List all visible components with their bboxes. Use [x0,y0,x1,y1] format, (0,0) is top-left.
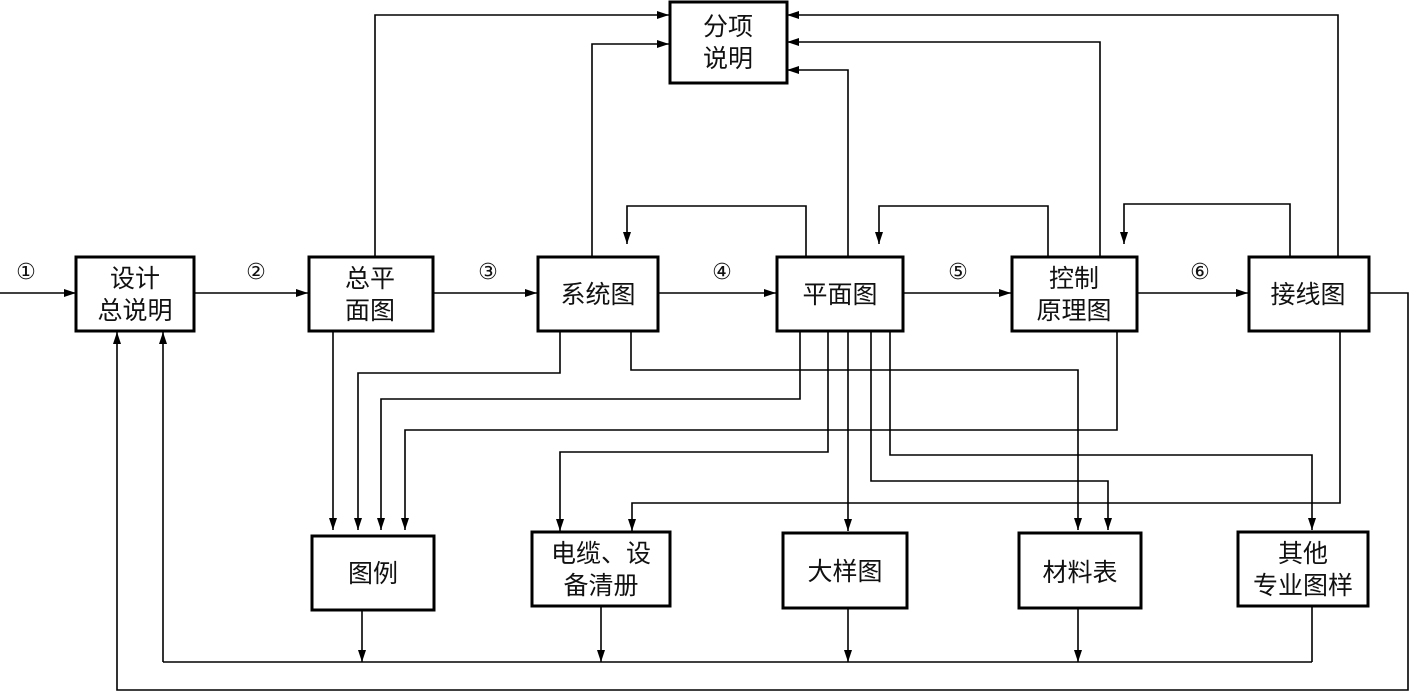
node-label-line: 接线图 [1270,280,1345,309]
node-wiring: 接线图 [1247,255,1371,333]
node-label-line: 说明 [703,44,753,73]
node-label-line: 设计 [110,264,160,293]
arrow-system-to-material [630,332,1082,530]
step-label-3: ③ [478,260,498,285]
step-labels: ① ② ③ ④ ⑤ ⑥ [16,260,1210,285]
loop-floor-to-system [623,205,807,256]
node-label-line: 分项 [703,12,753,41]
arrow-floor-to-legend [377,332,801,530]
arrow-floor-to-material [870,332,1112,530]
arrow-system-to-subdesc [591,40,669,256]
arrow-wiring-to-cable [628,332,1341,531]
arrow-control-to-subdesc [787,38,1101,256]
arrow-control-to-legend [401,332,1118,530]
node-label-line: 电缆、设 [551,539,651,568]
node-label-line: 总平 [345,264,395,293]
node-label-line: 系统图 [560,280,635,309]
step-label-2: ② [246,260,266,285]
node-label-line: 面图 [345,296,395,325]
node-detail: 大样图 [781,531,909,610]
step-label-4: ④ [712,260,732,285]
node-label-line: 图例 [348,559,398,588]
arrow-floor-to-subdesc [787,66,849,256]
node-label-line: 专业图样 [1253,571,1353,600]
arrow-site-to-subdesc [374,11,669,256]
arrow-floor-to-cable [556,332,829,531]
node-label-line: 材料表 [1042,558,1117,587]
arrow-wiring-to-subdesc [787,11,1339,256]
node-label-line: 原理图 [1036,296,1111,325]
step-label-5: ⑤ [948,260,968,285]
node-label-line: 大样图 [807,557,882,586]
node-label-line: 总说明 [97,296,172,325]
arrow-floor-to-other [889,332,1316,530]
step-label-6: ⑥ [1190,260,1210,285]
node-system: 系统图 [536,255,660,333]
node-label-line: 平面图 [802,280,877,309]
node-material: 材料表 [1017,531,1143,610]
connectors [0,11,1409,691]
node-legend: 图例 [310,534,436,612]
step-label-1: ① [16,260,36,285]
loop-control-to-floor [875,205,1049,256]
node-floor-plan: 平面图 [775,255,905,333]
node-label-line: 备清册 [563,571,638,600]
loop-wiring-to-control [1120,203,1291,256]
loop-wiring-to-design [113,292,1409,691]
node-label-line: 其他 [1278,539,1328,568]
node-label-line: 控制 [1049,264,1099,293]
arrow-system-to-legend [354,332,561,530]
